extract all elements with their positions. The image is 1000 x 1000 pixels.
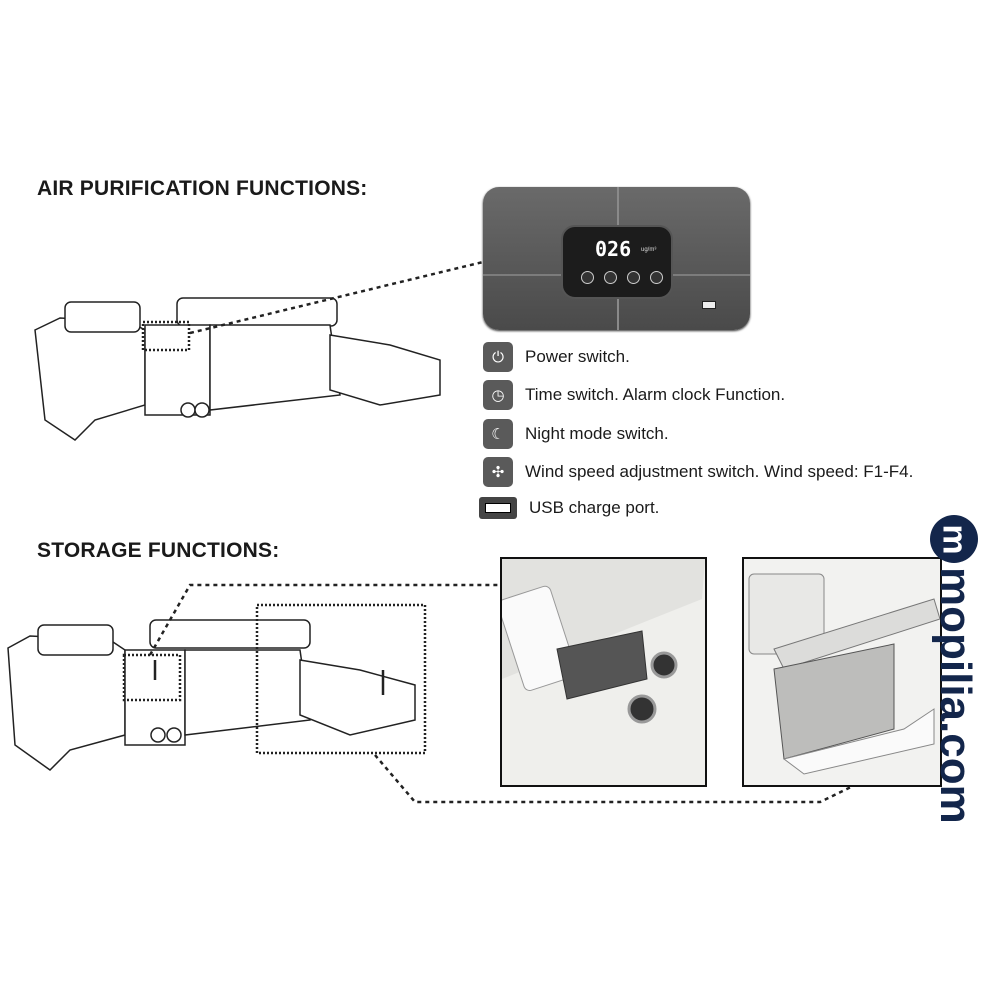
legend-label: Time switch. Alarm clock Function. <box>525 385 786 404</box>
storage-heading: STORAGE FUNCTIONS: <box>37 539 280 562</box>
air-purification-heading: AIR PURIFICATION FUNCTIONS: <box>37 177 368 200</box>
legend-time: ◷ Time switch. Alarm clock Function. <box>483 380 785 410</box>
legend-label: Power switch. <box>525 347 630 366</box>
usb-port-icon <box>479 497 517 519</box>
legend-usb: USB charge port. <box>479 497 660 519</box>
logo-text: mopilia.com <box>931 567 980 824</box>
display-screen: 026 ug/m³ <box>561 225 673 299</box>
air-purifier-control-panel: 026 ug/m³ <box>483 187 750 330</box>
legend-label: Wind speed adjustment switch. Wind speed… <box>525 462 914 481</box>
legend-night: ☾ Night mode switch. <box>483 419 669 449</box>
armrest-storage-photo <box>500 557 707 787</box>
mopilia-watermark-logo: m mopilia.com <box>928 515 980 830</box>
sofa-bottom <box>7 603 427 771</box>
fan-button[interactable] <box>581 271 594 284</box>
legend-wind: ✣ Wind speed adjustment switch. Wind spe… <box>483 457 913 487</box>
clock-icon: ◷ <box>483 380 513 410</box>
usb-port <box>702 301 716 309</box>
sofa-top <box>34 297 441 441</box>
power-button[interactable] <box>650 271 663 284</box>
pm-unit: ug/m³ <box>641 247 657 253</box>
logo-mark: m <box>930 515 978 563</box>
chaise-storage-photo <box>742 557 942 787</box>
night-button[interactable] <box>604 271 617 284</box>
moon-icon: ☾ <box>483 419 513 449</box>
legend-power: ⏻ Power switch. <box>483 342 630 372</box>
fan-icon: ✣ <box>483 457 513 487</box>
legend-label: USB charge port. <box>529 498 660 517</box>
legend-label: Night mode switch. <box>525 424 669 443</box>
power-icon: ⏻ <box>483 342 513 372</box>
timer-button[interactable] <box>627 271 640 284</box>
pm-reading: 026 <box>595 237 632 261</box>
